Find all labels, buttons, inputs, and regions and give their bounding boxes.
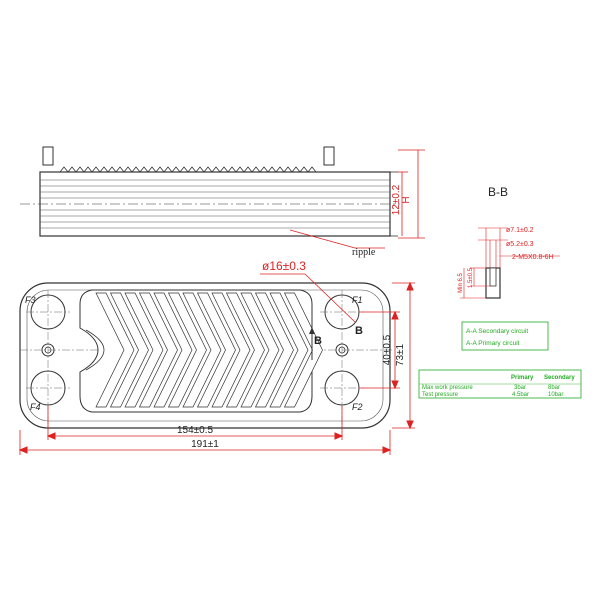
th-secondary: Secondary — [544, 375, 575, 381]
th-primary: Primary — [511, 375, 534, 381]
nozzle-left — [42, 146, 54, 166]
chevron-stripe — [138, 292, 178, 408]
td-max-primary: 3bar — [514, 385, 526, 391]
chevron-stripe — [153, 292, 193, 408]
chevron-stripe — [254, 292, 294, 408]
section-mark-b2: B — [355, 325, 363, 337]
nozzle-right — [323, 146, 335, 166]
chevron-stripe — [167, 292, 207, 408]
section-title: B-B — [488, 185, 508, 199]
td-test-primary: 4.5bar — [512, 392, 529, 398]
chevron-stripe — [196, 292, 236, 408]
legend-primary: A-A Primary circuit — [466, 340, 520, 347]
chevron-stripe — [225, 292, 265, 408]
label-f2: F2 — [352, 402, 363, 412]
plate-teeth — [59, 166, 317, 173]
chevron-stripe — [240, 292, 280, 408]
chevron-stripe — [95, 292, 135, 408]
chevron-stripe — [269, 292, 309, 408]
front-view: F3 F4 F1 F2 B B ø16±0.3 — [18, 259, 415, 455]
label-f3: F3 — [25, 295, 36, 305]
section-bb: B-B ø7.1±0.2 ø5.2±0.3 2-M5X0.8-6H 1.5±0.… — [458, 185, 560, 299]
chevron-stripe — [124, 292, 164, 408]
dim-d-inner: ø5.2±0.3 — [506, 241, 534, 248]
dim-d-outer: ø7.1±0.2 — [506, 227, 534, 234]
dim-port-dia: ø16±0.3 — [262, 259, 306, 273]
dim-width-inner: 154±0.5 — [177, 425, 214, 436]
pressure-table: Primary Secondary Max work pressure 3bar… — [418, 369, 582, 399]
side-view: H 12±0.2 ripple — [20, 146, 425, 258]
circuit-legend: A-A Secondary circuit A-A Primary circui… — [461, 321, 549, 351]
dim-height-outer: 73±1 — [395, 343, 406, 366]
td-test-label: Test pressure — [422, 392, 459, 398]
label-ripple: ripple — [352, 247, 376, 258]
td-max-label: Max work pressure — [422, 385, 473, 391]
label-f1: F1 — [352, 295, 363, 305]
dim-height-inner: 40±0.5 — [382, 334, 393, 365]
dim-width-outer: 191±1 — [191, 439, 219, 450]
dim-thread: 2-M5X0.8-6H — [512, 254, 554, 261]
chevron-stripe — [211, 292, 251, 408]
dim-thickness: 12±0.2 — [391, 184, 402, 215]
label-f4: F4 — [30, 402, 41, 412]
dim-min: Min 6.5 — [458, 273, 464, 293]
legend-secondary: A-A Secondary circuit — [466, 328, 528, 335]
dim-depth: 1.5±0.5 — [468, 267, 474, 288]
chevron-pattern — [95, 292, 323, 408]
section-mark-b: B — [314, 335, 322, 347]
chevron-stripe — [182, 292, 222, 408]
dim-h: H — [401, 196, 412, 203]
chevron-stripe — [109, 292, 149, 408]
td-max-secondary: 8bar — [548, 385, 560, 391]
td-test-secondary: 10bar — [548, 392, 563, 398]
